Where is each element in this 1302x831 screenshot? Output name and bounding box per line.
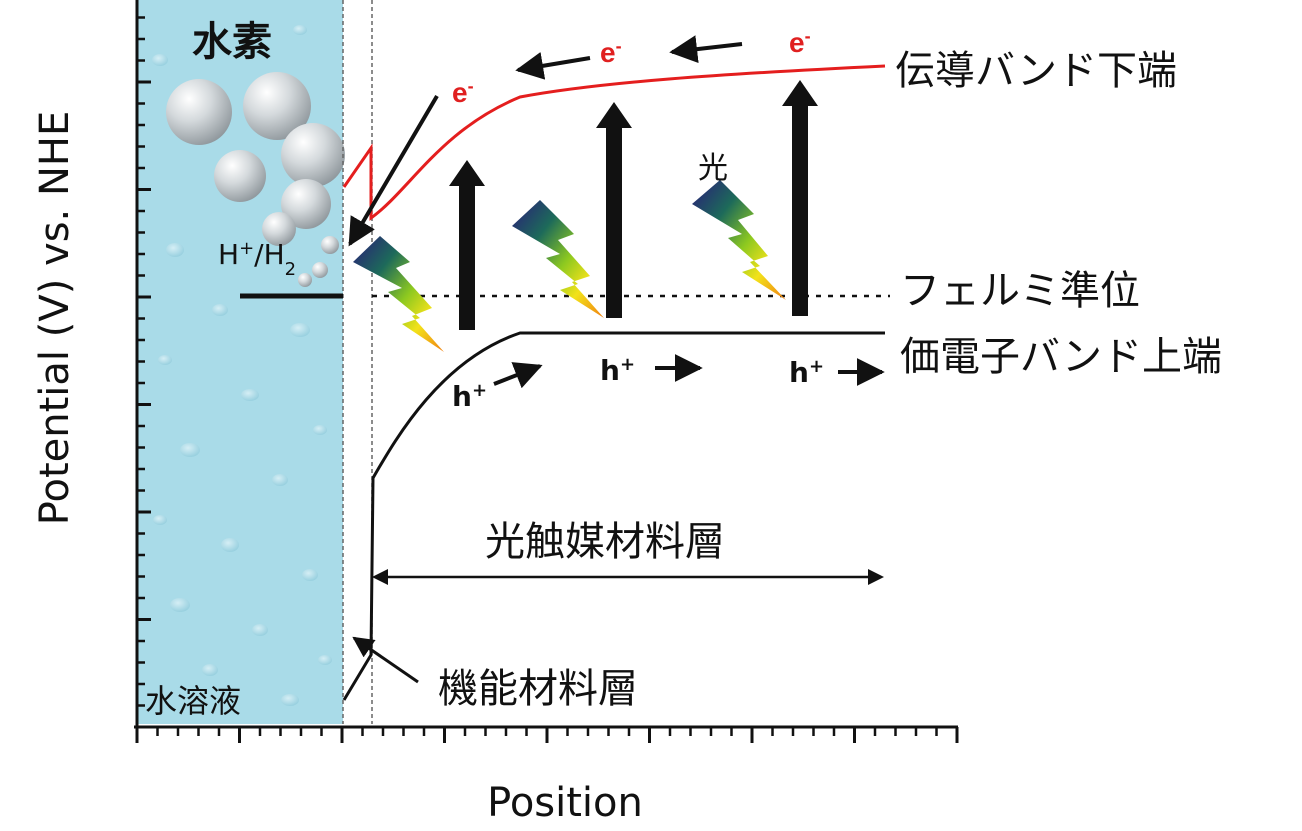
hole-label-2: h+ xyxy=(600,354,635,388)
light-label: 光 xyxy=(698,151,728,186)
hole-label-3: h+ xyxy=(789,356,824,390)
y-axis-ticks xyxy=(137,16,151,729)
hydrogen-bubbles xyxy=(166,72,345,287)
electron-label-3: e- xyxy=(789,26,811,58)
redox-couple-label: H+/H2 xyxy=(218,238,296,280)
x-axis-ticks xyxy=(135,727,959,743)
valence-band-edge xyxy=(342,331,885,701)
electron-label-2: e- xyxy=(600,36,622,68)
fermi-level-label: フェルミ準位 xyxy=(900,268,1140,314)
conduction-band-edge xyxy=(342,64,886,221)
hole-label-1: h+ xyxy=(452,380,487,414)
functional-layer-label: 機能材料層 xyxy=(438,666,638,712)
aqueous-solution-label: 水溶液 xyxy=(145,682,241,720)
span-arrowhead-left xyxy=(372,569,388,585)
electron-label-1: e- xyxy=(452,76,474,108)
light-bolt-2 xyxy=(512,200,604,318)
electron-arrows xyxy=(348,35,743,247)
photocatalyst-layer-label: 光触媒材料層 xyxy=(485,519,725,565)
light-bolt-1 xyxy=(353,236,444,352)
valence-band-label: 価電子バンド上端 xyxy=(900,334,1222,380)
span-arrowhead-right xyxy=(868,569,884,585)
excitation-arrows xyxy=(449,80,818,330)
x-axis-title: Position xyxy=(487,780,643,826)
light-bolt-3 xyxy=(692,180,786,300)
conduction-band-label: 伝導バンド下端 xyxy=(895,48,1177,94)
y-axis-title: Potential (V) vs. NHE xyxy=(32,111,78,525)
hydrogen-label: 水素 xyxy=(192,19,272,65)
functional-layer-pointer xyxy=(352,636,419,684)
hole-arrows xyxy=(493,354,885,389)
water-droplets xyxy=(152,25,332,706)
